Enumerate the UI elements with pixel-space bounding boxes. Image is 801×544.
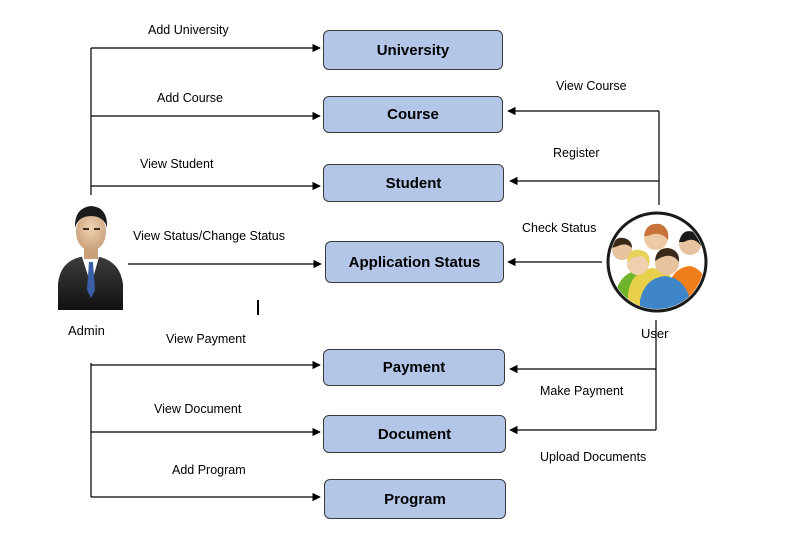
user-group-figure [606, 211, 708, 313]
entity-student: Student [323, 164, 504, 202]
entity-application-status: Application Status [325, 241, 504, 283]
admin-label: Admin [68, 323, 105, 338]
entity-program: Program [324, 479, 506, 519]
label-view-course: View Course [556, 79, 627, 93]
label-view-document: View Document [154, 402, 242, 416]
user-label: User [641, 326, 669, 341]
label-make-payment: Make Payment [540, 384, 624, 398]
entity-payment: Payment [323, 349, 505, 386]
label-view-status-change-status: View Status/Change Status [133, 229, 285, 243]
text-cursor [257, 300, 259, 315]
label-view-student: View Student [140, 157, 214, 171]
entity-university: University [323, 30, 503, 70]
label-add-program: Add Program [172, 463, 246, 477]
label-check-status: Check Status [522, 221, 597, 235]
label-add-course: Add Course [157, 91, 224, 105]
label-upload-documents: Upload Documents [540, 450, 647, 464]
entity-course: Course [323, 96, 503, 133]
label-view-payment: View Payment [166, 332, 246, 346]
user-connectors [507, 106, 660, 435]
admin-connectors [90, 43, 322, 502]
admin-figure [58, 206, 123, 310]
label-add-university: Add University [148, 23, 229, 37]
label-register: Register [553, 146, 600, 160]
entity-document: Document [323, 415, 506, 453]
